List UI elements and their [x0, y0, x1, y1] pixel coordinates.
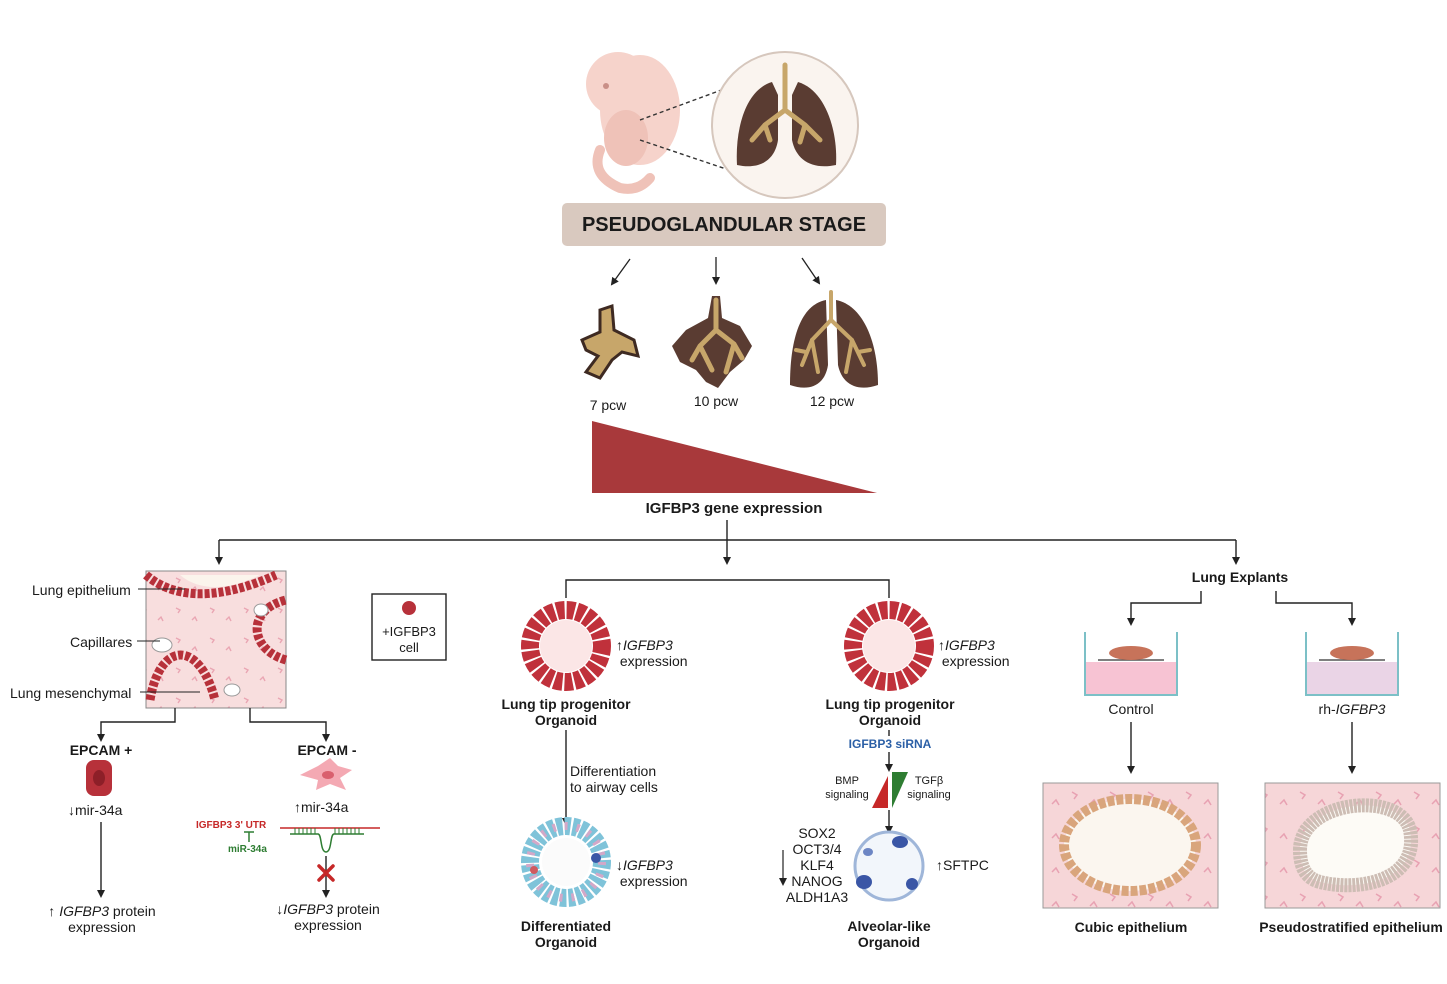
lung-12pcw — [790, 290, 878, 388]
epcam-neg-title: EPCAM - — [297, 742, 357, 758]
right-organoid-expression: ↑IGFBP3 expression — [938, 637, 1010, 669]
lung-10pcw — [672, 296, 752, 388]
left-organoid-title: Lung tip progenitor Organoid — [501, 696, 631, 728]
differentiated-organoid-title: Differentiated Organoid — [520, 918, 612, 950]
embryo-illustration — [586, 52, 680, 194]
differentiated-expression: ↓IGFBP3 expression — [616, 857, 688, 889]
alveolar-organoid-title: Alveolar-like Organoid — [847, 918, 931, 950]
treated-label: rh-IGFBP3 — [1318, 701, 1386, 717]
label-capillares: Capillares — [70, 634, 133, 650]
right-organoid-title: Lung tip progenitor Organoid — [825, 696, 955, 728]
stage-title: PSEUDOGLANDULAR STAGE — [581, 214, 867, 236]
pseudostratified-epithelium-art — [1264, 782, 1441, 909]
sirna-label: IGFBP3 siRNA — [848, 737, 932, 751]
lung-7pcw — [580, 303, 641, 380]
gene-list: SOX2 OCT3/4 KLF4 NANOG ALDH1A3 — [785, 825, 849, 905]
organoid-right-art — [844, 601, 934, 691]
label-lung-epithelium: Lung epithelium — [32, 582, 131, 598]
alveolar-organoid-art — [853, 830, 925, 902]
cubic-epithelium-art — [1042, 782, 1219, 909]
treated-well — [1305, 632, 1399, 696]
label-lung-mesenchymal: Lung mesenchymal — [10, 685, 132, 701]
differentiated-organoid-art — [521, 817, 611, 907]
week-label-7: 7 pcw — [589, 397, 627, 413]
epcam-pos-title: EPCAM + — [69, 742, 133, 758]
pseudostratified-epithelium-label: Pseudostratified epithelium — [1259, 919, 1443, 935]
mir-label: miR-34a — [228, 844, 267, 855]
control-label: Control — [1108, 701, 1154, 717]
explants-title: Lung Explants — [1191, 569, 1289, 585]
differentiation-label: Differentiation to airway cells — [570, 763, 658, 795]
control-well — [1084, 632, 1178, 696]
utr-label: IGFBP3 3' UTR — [196, 820, 267, 831]
epcam-neg-mir: ↑mir-34a — [294, 799, 349, 815]
expression-gradient — [592, 421, 877, 493]
bmp-label: BMP signaling — [825, 775, 869, 801]
tgf-label: TGFβ signaling — [907, 775, 951, 801]
left-organoid-expression: ↑IGFBP3 expression — [616, 637, 688, 669]
sftpc-marker: ↑SFTPC — [936, 857, 989, 873]
organoid-left-art — [521, 601, 611, 691]
stage-box — [562, 203, 886, 246]
tissue-section — [143, 570, 288, 709]
gradient-label: IGFBP3 gene expression — [645, 500, 823, 517]
week-label-12: 12 pcw — [809, 393, 855, 409]
week-label-10: 10 pcw — [693, 393, 739, 409]
epcam-pos-mir: ↓mir-34a — [68, 802, 123, 818]
cubic-epithelium-label: Cubic epithelium — [1074, 919, 1188, 935]
legend-label: +IGFBP3 cell — [382, 624, 436, 655]
lung-inset — [711, 51, 859, 199]
